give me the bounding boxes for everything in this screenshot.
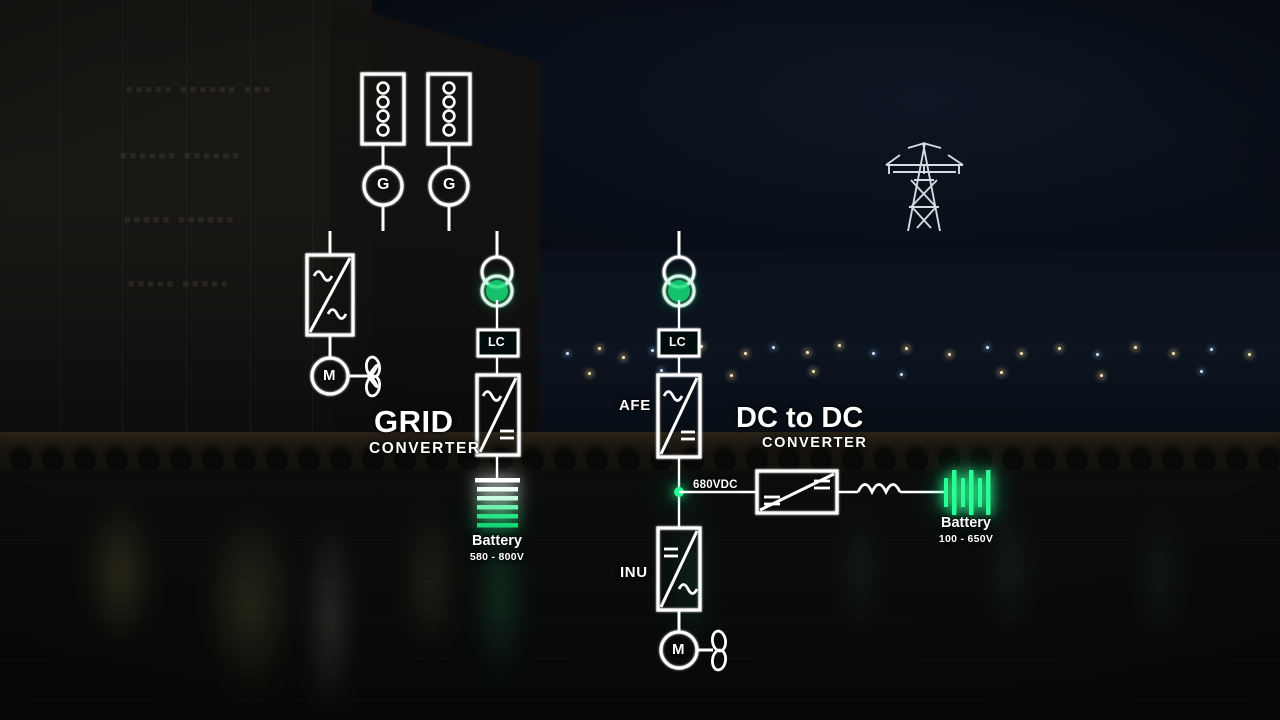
engine-1-cylinder	[376, 95, 390, 109]
lc-filter-left-label: LC	[488, 335, 505, 349]
grid-converter-branch	[305, 231, 381, 398]
inu-diagonal	[659, 530, 699, 608]
dcdc-converter-subtitle: CONVERTER	[762, 435, 868, 451]
grid-converter-title: GRID	[374, 404, 454, 439]
propeller-left-blades	[365, 363, 379, 389]
battery-left-symbol	[475, 478, 520, 528]
battery-right-range: 100 - 650V	[938, 533, 994, 545]
engine-2-cylinder	[442, 109, 456, 123]
battery-right-symbol	[944, 470, 991, 515]
propeller-left-lower-blade	[365, 374, 381, 398]
engine-1-cylinder	[376, 81, 390, 95]
battery-converter-branch	[475, 231, 521, 528]
inductor-coil	[856, 483, 902, 496]
pylon-brace-x4	[911, 206, 932, 229]
lc-filter-right-label: LC	[669, 335, 686, 349]
generator-1-label: G	[377, 176, 390, 193]
engine-1-cylinder	[376, 123, 390, 137]
engine-2-cylinder	[442, 81, 456, 95]
afe-inu-branch	[656, 231, 727, 672]
pylon-brace-x5	[916, 206, 937, 229]
grid-converter-ac-out-symbol	[326, 308, 348, 320]
battery-converter-diagonal	[478, 377, 518, 453]
pylon-arm-brace-r	[947, 154, 964, 166]
dc-link-voltage-label: 680VDC	[693, 479, 738, 491]
battery-converter-ac-symbol	[481, 390, 503, 402]
transformer-left-energy	[486, 280, 508, 302]
grid-converter-diagonal	[308, 257, 352, 333]
lc-filter-right-box	[657, 328, 701, 358]
inu-label: INU	[620, 564, 648, 581]
transformer-right-energy	[668, 280, 690, 302]
dcdc-branch	[679, 469, 991, 515]
propeller-right-upper-blade	[711, 629, 727, 653]
dcdc-converter-title: DC to DC	[736, 402, 864, 434]
engine-2-cylinder	[442, 123, 456, 137]
battery-left-range: 580 - 800V	[469, 551, 525, 563]
motor-left-label: M	[323, 367, 336, 384]
battery-right-name: Battery	[941, 515, 991, 531]
generator-2-label: G	[443, 176, 456, 193]
pylon-mast-left	[907, 142, 926, 149]
afe-ac-symbol	[662, 390, 684, 402]
engine-1-cylinder	[376, 109, 390, 123]
pylon-brace-x2	[910, 179, 938, 208]
afe-diagonal	[659, 377, 699, 455]
pylon-arm-brace-l	[885, 154, 901, 166]
engine-2-cylinder	[442, 95, 456, 109]
battery-left-name: Battery	[472, 533, 522, 549]
grid-converter-subtitle: CONVERTER	[369, 440, 481, 457]
engine-1-body	[360, 72, 406, 146]
motor-right-label: M	[672, 641, 685, 658]
transmission-pylon-group	[885, 142, 964, 232]
grid-converter-ac-in-symbol	[312, 270, 334, 282]
propeller-right-lower-blade	[711, 648, 727, 672]
pylon-mast-right	[922, 142, 942, 149]
inu-ac-symbol	[677, 583, 699, 595]
genset-1-group	[360, 72, 406, 231]
genset-2-group	[426, 72, 472, 231]
engine-2-body	[426, 72, 472, 146]
afe-label: AFE	[619, 397, 651, 414]
